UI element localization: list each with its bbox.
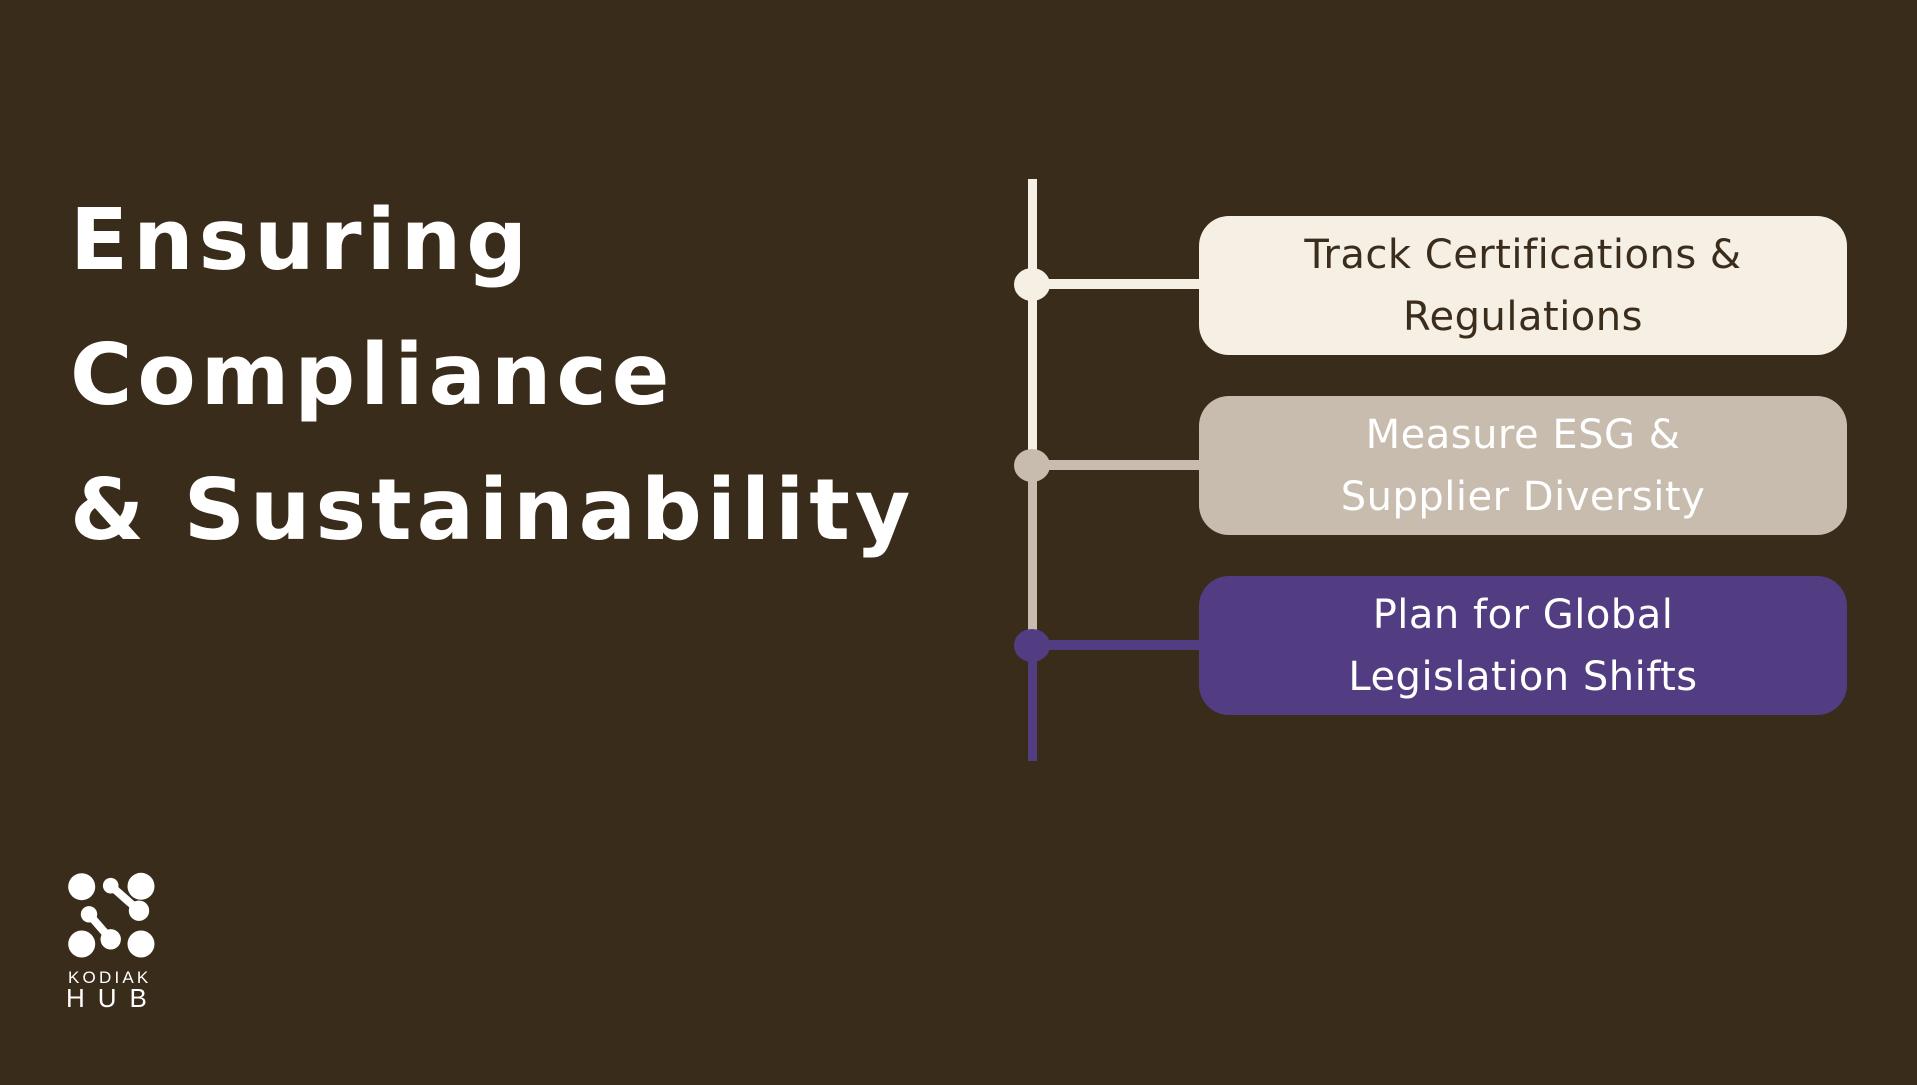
box-label-line: Supplier Diversity (1340, 473, 1706, 520)
timeline-box-track-certifications: Track Certifications & Regulations (1199, 216, 1847, 355)
timeline-spine-segment-middle (1028, 465, 1037, 645)
timeline-connector-2 (1032, 460, 1200, 470)
kodiak-hub-logo-mark: KODIAK HUB (66, 872, 160, 1013)
box-label-line: Plan for Global (1372, 591, 1674, 638)
logo-wordmark-kodiak: KODIAK (68, 968, 151, 987)
title-line-3: & Sustainability (70, 461, 916, 560)
timeline-box-measure-esg: Measure ESG & Supplier Diversity (1199, 396, 1847, 535)
logo-dot-small-middle (80, 906, 98, 923)
timeline-box-plan-legislation: Plan for Global Legislation Shifts (1199, 576, 1847, 715)
logo-dot-large-bottom-left (68, 930, 96, 958)
timeline-node-3 (1014, 629, 1050, 662)
logo-dot-medium-bottom (100, 929, 121, 950)
timeline-spine-segment-bottom (1028, 645, 1037, 761)
timeline-connector-1 (1032, 279, 1200, 289)
timeline-node-1 (1014, 268, 1050, 301)
logo-dot-large-top-left (68, 873, 96, 901)
title-line-2: Compliance (70, 326, 675, 425)
box-label-line: Legislation Shifts (1348, 653, 1698, 700)
logo-dot-large-bottom-right (127, 930, 155, 958)
logo-dot-small-top (102, 877, 119, 894)
title-line-1: Ensuring (70, 191, 533, 290)
box-label-line: Regulations (1403, 293, 1643, 340)
box-label-line: Track Certifications & (1304, 231, 1742, 278)
timeline-node-2 (1014, 449, 1050, 482)
kodiak-hub-logo: KODIAK HUB (30, 850, 175, 1015)
logo-dot-medium-right (128, 900, 150, 921)
box-label-line: Measure ESG & (1365, 411, 1681, 458)
logo-dot-grid (68, 872, 155, 958)
logo-dot-large-top-right (127, 872, 155, 900)
timeline-connector-3 (1032, 640, 1200, 650)
logo-wordmark-hub: HUB (66, 983, 160, 1013)
timeline-spine-segment-top (1028, 179, 1037, 465)
slide-title: Ensuring Compliance & Sustainability (70, 173, 915, 578)
